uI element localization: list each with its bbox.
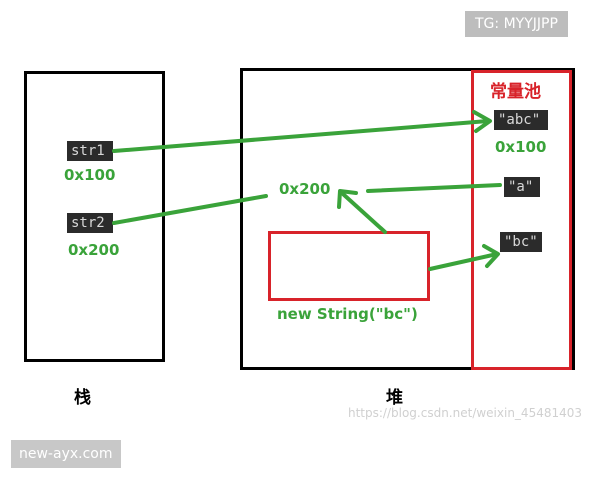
arrowhead-object-to-address <box>337 189 358 209</box>
arrow-object-to-address <box>341 192 387 234</box>
top-badge: TG: MYYJJPP <box>465 11 568 37</box>
heap-string-object <box>268 231 430 301</box>
stack-var-str2: str2 <box>67 213 113 233</box>
constant-pool-title: 常量池 <box>490 82 541 102</box>
pool-item-bc: "bc" <box>500 232 542 252</box>
heap-object-address: 0x200 <box>279 180 331 198</box>
arrow-object-to-bc <box>428 252 499 271</box>
arrowhead-str1-to-abc <box>472 110 492 133</box>
arrow-str1-to-abc <box>112 119 490 153</box>
stack-label: 栈 <box>74 388 91 408</box>
watermark-text: https://blog.csdn.net/weixin_45481403 <box>348 406 583 420</box>
pool-item-abc-addr: 0x100 <box>495 138 547 156</box>
arrowhead-object-to-bc <box>482 244 500 268</box>
arrow-str2-to-heap <box>112 194 268 225</box>
heap-object-label: new String("bc") <box>277 305 418 323</box>
stack-var-str1-addr: 0x100 <box>64 166 116 184</box>
stack-var-str2-addr: 0x200 <box>68 241 120 259</box>
constant-pool-box <box>471 70 572 370</box>
bottom-badge: new-ayx.com <box>11 440 121 468</box>
pool-item-a: "a" <box>504 177 540 197</box>
heap-label: 堆 <box>386 388 403 408</box>
heap-box <box>240 68 575 370</box>
pool-item-abc: "abc" <box>494 110 548 130</box>
stack-var-str1: str1 <box>67 141 113 161</box>
arrow-a-to-address <box>366 183 502 193</box>
stack-box <box>24 71 165 362</box>
